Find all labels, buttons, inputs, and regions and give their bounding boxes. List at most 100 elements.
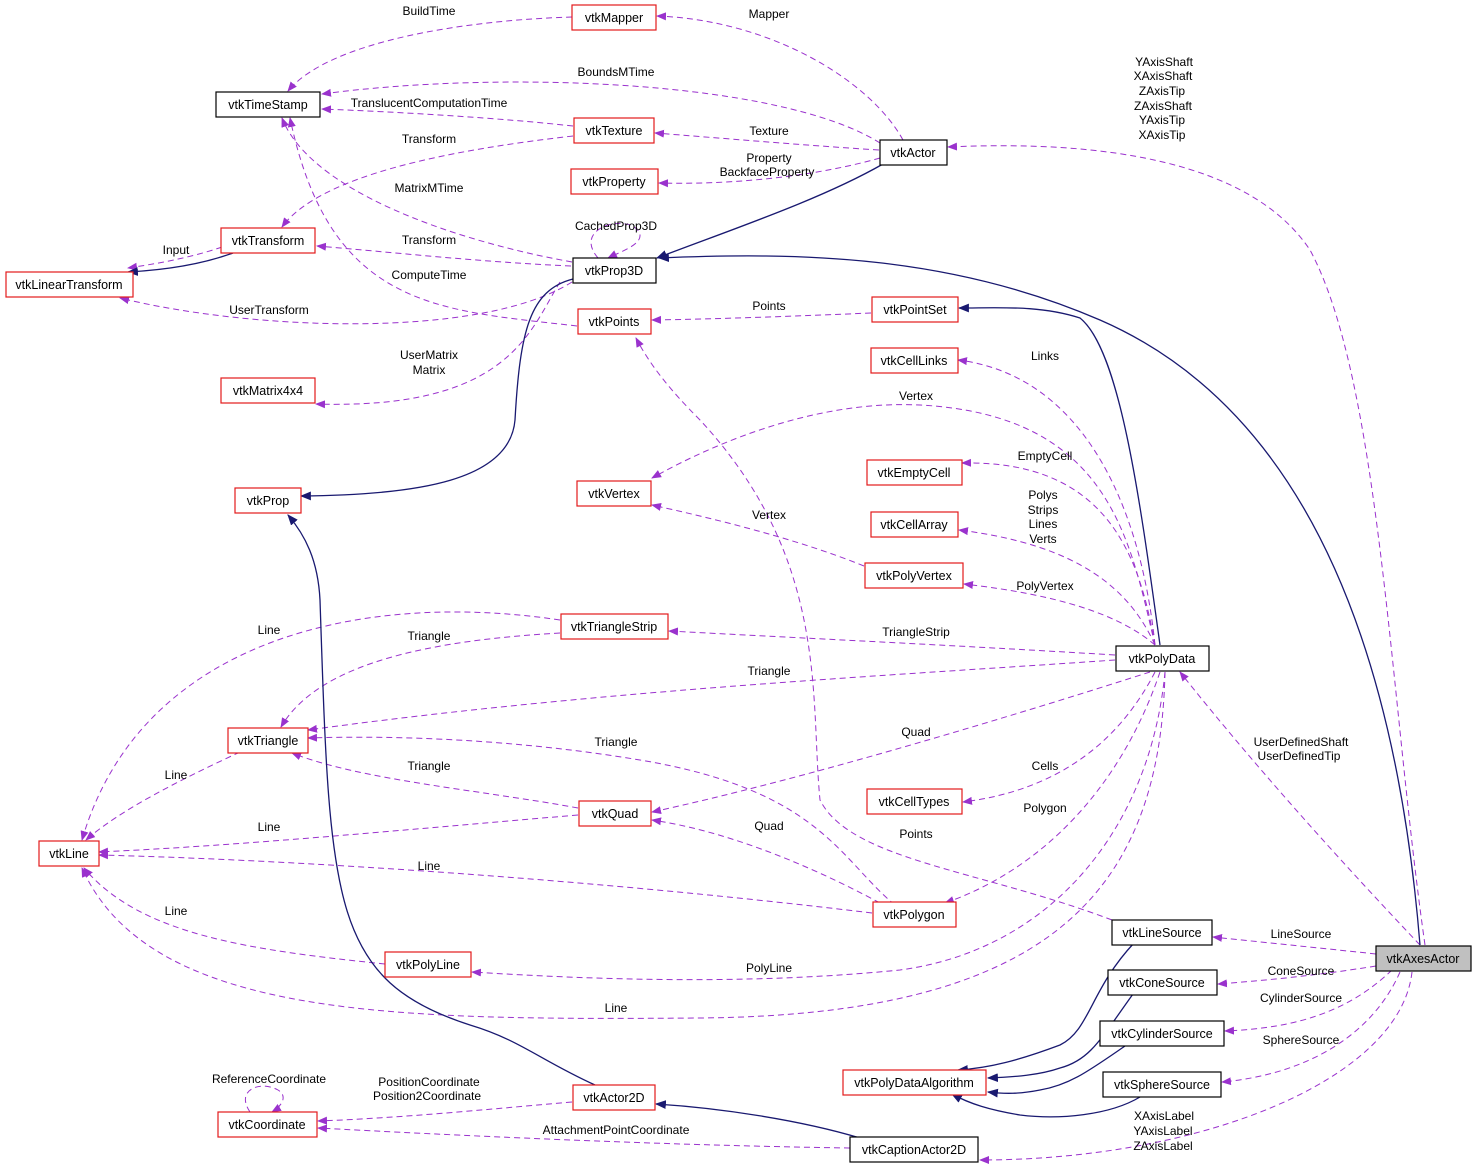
edge-spheresource-polydataalgorithm <box>951 1093 1141 1118</box>
node-vtkpolygon[interactable]: vtkPolygon <box>872 901 957 928</box>
label-links: Links <box>1031 349 1059 363</box>
node-vtkquad[interactable]: vtkQuad <box>578 800 652 827</box>
node-vtkpolydata[interactable]: vtkPolyData <box>1115 645 1210 672</box>
svg-text:vtkMatrix4x4: vtkMatrix4x4 <box>233 384 303 398</box>
svg-text:vtkLineSource: vtkLineSource <box>1122 926 1201 940</box>
node-vtkpointset[interactable]: vtkPointSet <box>871 296 959 323</box>
node-vtkprop3d[interactable]: vtkProp3D <box>572 257 657 284</box>
node-vtkcaptionactor2d[interactable]: vtkCaptionActor2D <box>849 1136 979 1163</box>
edge-polydata-trianglestrip <box>668 627 1116 656</box>
edge-linesource-points <box>635 337 1113 921</box>
node-vtktexture[interactable]: vtkTexture <box>573 117 655 144</box>
edge-polyvertex-vertex <box>651 503 865 567</box>
edge-polygon-line <box>98 851 873 914</box>
node-vtkmapper[interactable]: vtkMapper <box>571 4 657 31</box>
node-vtkcoordinate[interactable]: vtkCoordinate <box>217 1111 318 1138</box>
node-vtkaxesactor[interactable]: vtkAxesActor <box>1375 945 1472 972</box>
node-vtkpolyline[interactable]: vtkPolyLine <box>384 951 472 978</box>
edge-polydata-celltypes <box>962 671 1156 805</box>
label-transform-2: Transform <box>402 233 456 247</box>
edge-mapper-buildtime <box>287 16 573 92</box>
label-quad-1: Quad <box>901 725 930 739</box>
node-vtkcelltypes[interactable]: vtkCellTypes <box>866 788 963 815</box>
label-user-defined-tip: UserDefinedTip <box>1258 749 1341 763</box>
label-position2-coordinate: Position2Coordinate <box>373 1089 481 1103</box>
node-vtkspheresource[interactable]: vtkSphereSource <box>1102 1071 1222 1098</box>
edge-polydata-polyvertex <box>963 581 1156 646</box>
edge-axesactor-cylindersource <box>1224 969 1393 1035</box>
edge-pointset-points <box>651 312 872 324</box>
edge-actor2d-prop <box>287 514 596 1086</box>
edge-points-computetime <box>287 117 578 327</box>
label-triangle-strip: TriangleStrip <box>882 625 950 639</box>
label-line-6: Line <box>605 1001 628 1015</box>
edge-quad-line <box>98 814 579 856</box>
node-vtkprop[interactable]: vtkProp <box>234 487 302 514</box>
node-vtkactor2d[interactable]: vtkActor2D <box>572 1084 656 1111</box>
svg-text:vtkCaptionActor2D: vtkCaptionActor2D <box>862 1143 966 1157</box>
label-yaxis-tip: YAxisTip <box>1139 113 1185 127</box>
svg-text:vtkLinearTransform: vtkLinearTransform <box>15 278 122 292</box>
node-vtkpoints[interactable]: vtkPoints <box>577 308 652 335</box>
label-input: Input <box>163 243 190 257</box>
label-compute-time: ComputeTime <box>392 268 467 282</box>
node-vtkmatrix4x4[interactable]: vtkMatrix4x4 <box>220 377 316 404</box>
label-polygon: Polygon <box>1023 801 1066 815</box>
edge-polydata-links <box>957 357 1156 646</box>
label-position-coordinate: PositionCoordinate <box>378 1075 480 1089</box>
edge-actor2d-position <box>317 1101 573 1125</box>
node-vtkcylindersource[interactable]: vtkCylinderSource <box>1099 1020 1225 1047</box>
svg-text:vtkTransform: vtkTransform <box>232 234 304 248</box>
node-vtklineartransform[interactable]: vtkLinearTransform <box>5 271 134 298</box>
edge-polydata-cellarray <box>958 527 1156 646</box>
label-vertex-1: Vertex <box>899 389 933 403</box>
edge-polydata-vertex <box>651 404 1156 646</box>
node-vtktriangle[interactable]: vtkTriangle <box>227 727 309 754</box>
svg-text:vtkSphereSource: vtkSphereSource <box>1114 1078 1210 1092</box>
edge-polygon-quad <box>651 817 881 904</box>
node-vtkline[interactable]: vtkLine <box>38 840 100 867</box>
label-triangle-1: Triangle <box>408 629 451 643</box>
edge-texture-translucent <box>321 105 574 127</box>
edge-polydata-line <box>81 671 1166 1019</box>
label-backface-property: BackfaceProperty <box>720 165 815 179</box>
label-verts: Verts <box>1029 532 1056 546</box>
edge-prop3d-prop <box>299 278 574 501</box>
label-cylinder-source: CylinderSource <box>1260 991 1342 1005</box>
edge-linesource-polydataalgorithm <box>956 942 1135 1074</box>
node-vtkproperty[interactable]: vtkProperty <box>570 168 659 195</box>
node-vtktimestamp[interactable]: vtkTimeStamp <box>215 91 321 118</box>
label-cells: Cells <box>1032 759 1059 773</box>
label-axis-label-3: ZAxisLabel <box>1133 1139 1192 1153</box>
node-vtkconesource[interactable]: vtkConeSource <box>1107 969 1218 996</box>
node-vtktransform[interactable]: vtkTransform <box>220 227 316 254</box>
edge-axesactor-actor <box>947 142 1426 946</box>
edge-polydata-polyline <box>471 671 1166 981</box>
label-poly-line: PolyLine <box>746 961 792 975</box>
node-vtkpolyvertex[interactable]: vtkPolyVertex <box>864 562 964 589</box>
label-cached-prop3d: CachedProp3D <box>575 219 657 233</box>
node-vtklinesource[interactable]: vtkLineSource <box>1111 919 1213 946</box>
label-vertex-2: Vertex <box>752 508 786 522</box>
node-vtkcellarray[interactable]: vtkCellArray <box>870 511 959 538</box>
label-line-3: Line <box>258 820 281 834</box>
node-vtkactor[interactable]: vtkActor <box>879 139 948 166</box>
node-vtktrianglestrip[interactable]: vtkTriangleStrip <box>560 613 669 640</box>
node-vtkpolydataalgorithm[interactable]: vtkPolyDataAlgorithm <box>842 1069 987 1096</box>
svg-text:vtkCylinderSource: vtkCylinderSource <box>1111 1027 1212 1041</box>
label-zaxis-tip: ZAxisTip <box>1139 84 1186 98</box>
svg-text:vtkPolyData: vtkPolyData <box>1129 652 1196 666</box>
node-vtkvertex[interactable]: vtkVertex <box>576 480 652 507</box>
node-vtkemptycell[interactable]: vtkEmptyCell <box>866 459 963 486</box>
svg-text:vtkLine: vtkLine <box>49 847 89 861</box>
node-vtkcelllinks[interactable]: vtkCellLinks <box>870 347 959 374</box>
edge-captionactor-attachment <box>317 1124 851 1149</box>
edge-prop3d-cachedprop3d <box>590 222 641 259</box>
label-bounds-mtime: BoundsMTime <box>578 65 655 79</box>
svg-text:vtkCellArray: vtkCellArray <box>880 518 948 532</box>
svg-text:vtkCoordinate: vtkCoordinate <box>228 1118 305 1132</box>
label-points-1: Points <box>752 299 785 313</box>
label-translucent-computation-time: TranslucentComputationTime <box>351 96 508 110</box>
edge-cylindersource-polydataalgorithm <box>986 1045 1126 1098</box>
